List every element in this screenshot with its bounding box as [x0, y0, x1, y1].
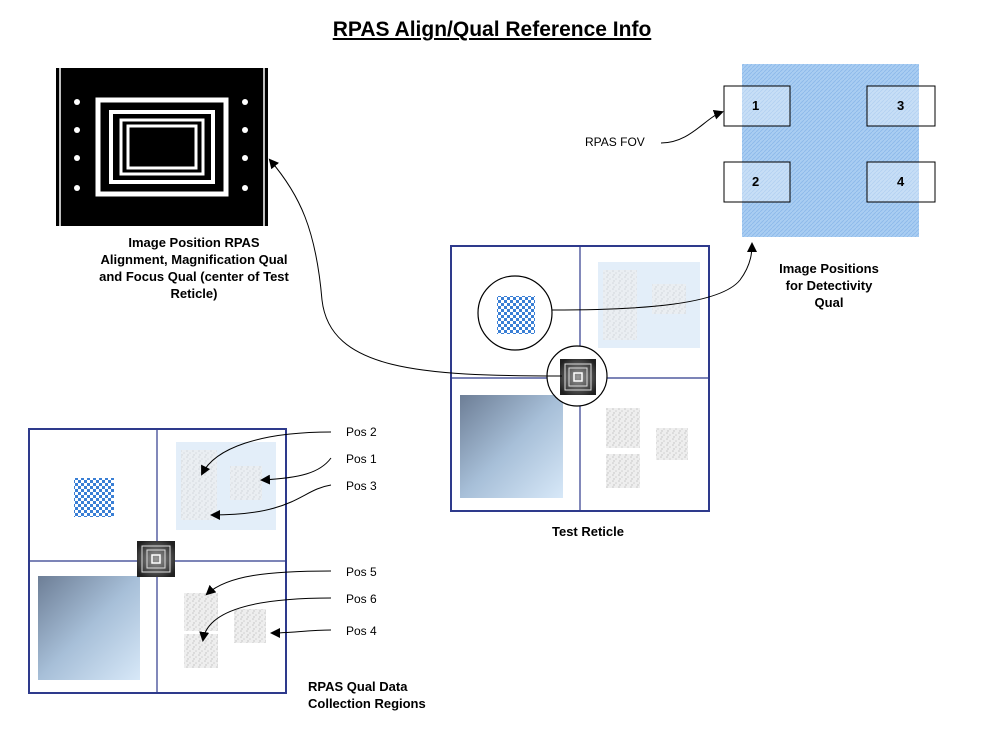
detectivity-caption: Image Positions for Detectivity Qual: [779, 261, 879, 310]
arrow-pos-2: [201, 431, 332, 476]
pos-label: Pos 1: [346, 452, 377, 466]
fov-position-1: 1: [752, 98, 760, 113]
arrow-pos-3: [210, 484, 332, 520]
fov-position-box-2: [723, 161, 791, 203]
fov-position-3: 3: [897, 98, 905, 113]
arrow-reticle-to-fov: [551, 242, 757, 311]
qual-regions-caption: RPAS Qual Data Collection Regions: [308, 679, 426, 711]
arrow-pos-5: [205, 570, 332, 596]
test-reticle: [450, 245, 710, 512]
pos-label: Pos 2: [346, 425, 377, 439]
pos-label: Pos 3: [346, 479, 377, 493]
pos-label: Pos 4: [346, 624, 377, 638]
arrow-pos-1: [260, 457, 332, 485]
qual-regions-reticle: [28, 428, 287, 694]
arrow-fov-label: [660, 109, 724, 144]
fov-position-box-3: [866, 85, 936, 127]
pos-label: Pos 5: [346, 565, 377, 579]
pos-label: Pos 6: [346, 592, 377, 606]
rpas-fov-area: [723, 64, 936, 237]
fov-label: RPAS FOV: [585, 135, 645, 149]
fov-position-box-4: [866, 161, 936, 203]
connector-arrows: [199, 109, 757, 642]
test-reticle-caption: Test Reticle: [551, 524, 624, 539]
page-title: RPAS Align/Qual Reference Info: [332, 18, 652, 41]
arrow-pos-4: [270, 627, 332, 638]
arrow-pos-6: [199, 597, 332, 642]
alignment-target-image: [56, 68, 268, 226]
fov-position-4: 4: [897, 174, 905, 189]
alignment-caption: Image Position RPAS Alignment, Magnifica…: [99, 235, 289, 301]
fov-position-2: 2: [752, 174, 760, 189]
arrow-center-to-alignment: [268, 158, 563, 377]
fov-position-box-1: [723, 85, 791, 127]
